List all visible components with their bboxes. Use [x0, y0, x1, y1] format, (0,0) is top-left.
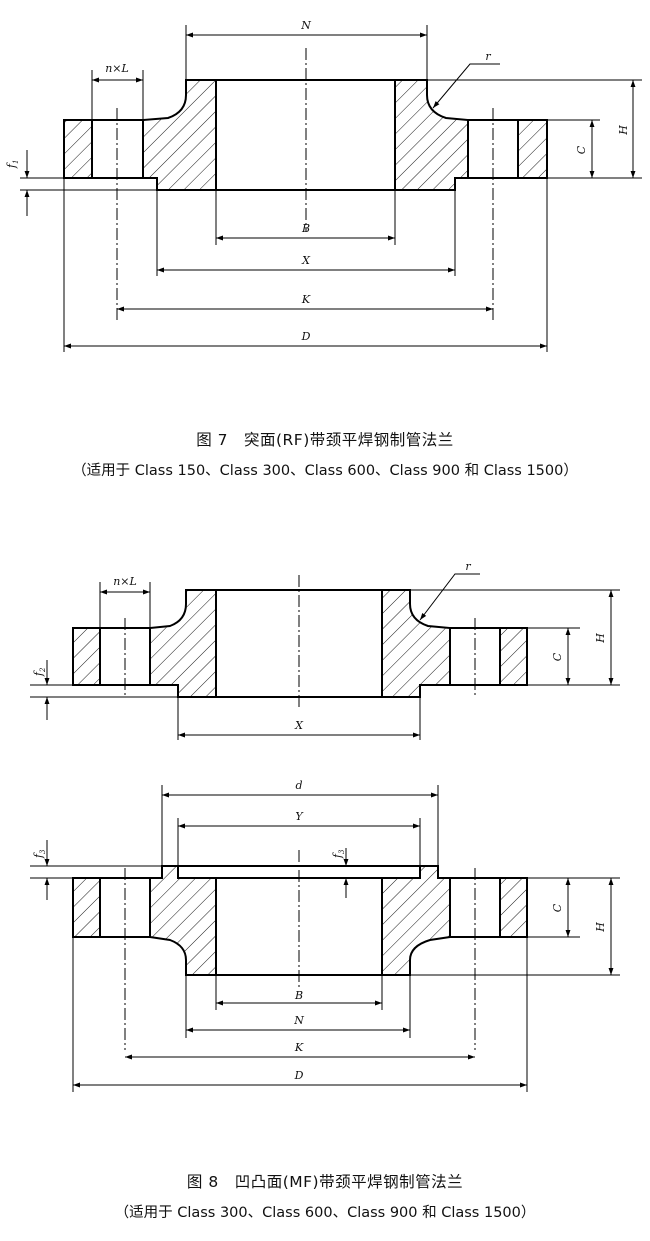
- label-f1: f 1: [5, 160, 20, 169]
- upper-left-bolt-hole: [99, 627, 151, 686]
- label-X-upper: X: [294, 719, 304, 732]
- leader-r-upper: [419, 573, 480, 621]
- upper-left-flange-ring: [72, 627, 101, 686]
- upper-right-flange-ring: [499, 627, 528, 686]
- label-f3-center: f 3: [331, 849, 346, 859]
- left-flange-section: [142, 79, 217, 191]
- figure-8-caption: 图 8 凹凸面(MF)带颈平焊钢制管法兰 （适用于 Class 300、Clas…: [0, 1170, 650, 1222]
- svg-text:1: 1: [12, 160, 20, 164]
- figure-8-title: 图 8 凹凸面(MF)带颈平焊钢制管法兰: [186, 1173, 464, 1191]
- label-D-lower: D: [294, 1069, 304, 1082]
- svg-text:f: f: [32, 670, 45, 677]
- figure-7-drawing: N r n×L B X K D H C f 1: [5, 19, 642, 352]
- svg-text:f: f: [5, 162, 18, 169]
- lower-right-flange-section: [381, 865, 451, 976]
- label-H-upper: H: [594, 633, 607, 644]
- svg-text:f: f: [32, 852, 45, 859]
- label-K-lower: K: [294, 1041, 304, 1054]
- label-C: C: [575, 145, 588, 154]
- right-flange-ring: [517, 119, 548, 179]
- svg-text:f: f: [331, 852, 344, 859]
- upper-right-flange-section: [381, 589, 451, 698]
- figure-8-drawing: r n×L X H C f 2 d Y B N K D H C: [30, 560, 620, 1092]
- svg-text:2: 2: [39, 667, 47, 673]
- lower-left-flange-section: [149, 865, 217, 976]
- label-N: N: [300, 19, 311, 32]
- right-flange-section: [394, 79, 469, 191]
- leader-r: [432, 63, 500, 109]
- label-r-upper: r: [465, 560, 471, 573]
- label-r: r: [485, 50, 491, 63]
- upper-right-bolt-hole: [449, 627, 501, 686]
- label-B: B: [301, 222, 310, 235]
- lower-right-flange-ring: [499, 877, 528, 938]
- left-flange-ring: [63, 119, 93, 179]
- svg-text:3: 3: [39, 849, 47, 854]
- label-nL: n×L: [105, 62, 129, 75]
- label-H-lower: H: [594, 922, 607, 933]
- label-d: d: [295, 779, 302, 792]
- label-K: K: [301, 293, 311, 306]
- label-f2: f 2: [32, 667, 47, 677]
- label-B-lower: B: [294, 989, 303, 1002]
- svg-text:3: 3: [338, 849, 346, 854]
- lower-left-flange-ring: [72, 877, 101, 938]
- label-C-upper: C: [551, 652, 564, 661]
- label-N-lower: N: [293, 1014, 304, 1027]
- label-C-lower: C: [551, 903, 564, 912]
- figure-7-title: 图 7 突面(RF)带颈平焊钢制管法兰: [196, 431, 454, 449]
- label-Y: Y: [295, 810, 304, 823]
- figure-7-caption: 图 7 突面(RF)带颈平焊钢制管法兰 （适用于 Class 150、Class…: [0, 428, 650, 480]
- label-H: H: [617, 125, 630, 136]
- figure-8-applicability: （适用于 Class 300、Class 600、Class 900 和 Cla…: [114, 1205, 536, 1221]
- upper-left-flange-section: [149, 589, 217, 698]
- label-f3-left: f 3: [32, 849, 47, 859]
- label-X: X: [301, 254, 311, 267]
- label-D: D: [301, 330, 311, 343]
- figure-7-applicability: （适用于 Class 150、Class 300、Class 600、Class…: [72, 463, 578, 479]
- label-nL-upper: n×L: [113, 575, 137, 588]
